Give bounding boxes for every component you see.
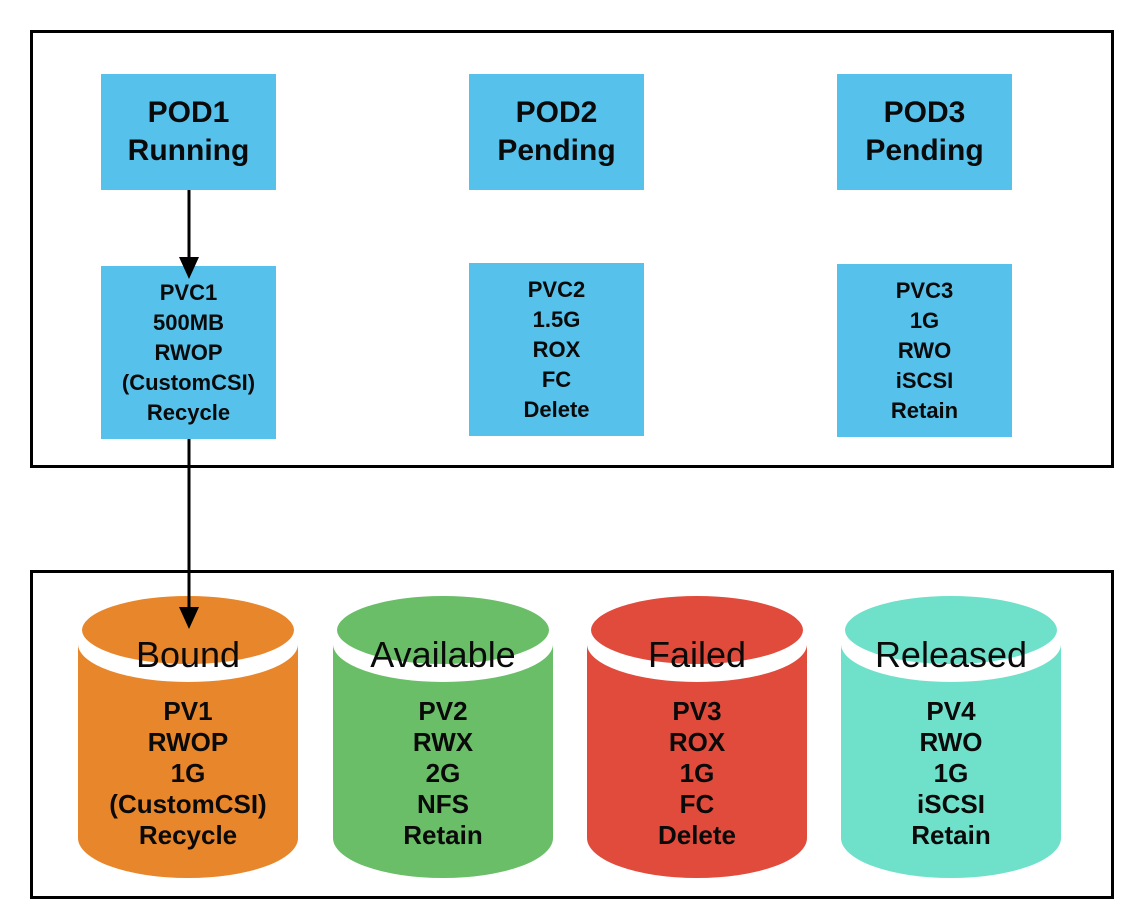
pod2-name: POD2 — [515, 96, 598, 129]
pvc1-line: (CustomCSI) — [121, 369, 256, 395]
pv2-line: 2G — [425, 758, 461, 788]
pv1-line: RWOP — [147, 727, 229, 757]
pvc1-line: Recycle — [146, 399, 231, 425]
pv3-line: PV3 — [672, 696, 722, 726]
pod1-status: Running — [127, 134, 250, 167]
pv4-line: 1G — [933, 758, 969, 788]
pvc2-line: 1.5G — [532, 306, 581, 332]
pvc2-line: Delete — [523, 396, 590, 422]
pvc1-line: 500MB — [153, 309, 224, 335]
pvc3-line: 1G — [909, 307, 940, 333]
cylinder-shape — [78, 592, 298, 878]
pvc1-line: PVC1 — [159, 279, 218, 305]
pod3-status: Pending — [865, 134, 984, 167]
pvc2-line: ROX — [532, 336, 581, 362]
pvc1-box: PVC1 500MB RWOP (CustomCSI) Recycle — [101, 266, 276, 439]
pv2-status-label: Available — [370, 634, 516, 675]
pv2-line: RWX — [412, 727, 474, 757]
pv1-details: PV1 RWOP 1G (CustomCSI) Recycle — [78, 696, 298, 851]
pod2-status: Pending — [497, 134, 616, 167]
pv3-line: FC — [679, 789, 715, 819]
pv2-details: PV2 RWX 2G NFS Retain — [333, 696, 553, 851]
pv1-line: 1G — [170, 758, 206, 788]
pv4-details: PV4 RWO 1G iSCSI Retain — [841, 696, 1061, 851]
pvc3-line: PVC3 — [895, 277, 954, 303]
pv2-cylinder: Available PV2 RWX 2G NFS Retain — [333, 592, 553, 878]
pv2-line: NFS — [417, 789, 469, 819]
pv2-line: Retain — [403, 820, 483, 850]
pv1-line: (CustomCSI) — [109, 789, 267, 819]
pvc3-box: PVC3 1G RWO iSCSI Retain — [837, 264, 1012, 437]
pvc3-line: iSCSI — [895, 367, 954, 393]
pv2-line: PV2 — [418, 696, 468, 726]
pv1-cylinder: Bound PV1 RWOP 1G (CustomCSI) Recycle — [78, 592, 298, 878]
pv3-cylinder: Failed PV3 ROX 1G FC Delete — [587, 592, 807, 878]
pv4-line: RWO — [919, 727, 983, 757]
pod1-box: POD1 Running — [101, 74, 276, 190]
pvc3-line: RWO — [897, 337, 952, 363]
pvc2-line: FC — [541, 366, 572, 392]
pv4-status-label: Released — [874, 634, 1028, 675]
pv1-line: Recycle — [138, 820, 238, 850]
pv4-line: PV4 — [926, 696, 976, 726]
pod2-box: POD2 Pending — [469, 74, 644, 190]
pv4-line: Retain — [911, 820, 991, 850]
pv3-line: 1G — [679, 758, 715, 788]
pod3-box: POD3 Pending — [837, 74, 1012, 190]
cylinder-shape — [587, 592, 807, 878]
cylinder-shape — [333, 592, 553, 878]
pv3-line: ROX — [668, 727, 726, 757]
pv3-line: Delete — [657, 820, 737, 850]
pv4-line: iSCSI — [917, 789, 985, 819]
cylinder-shape — [841, 592, 1061, 878]
pvc2-box: PVC2 1.5G ROX FC Delete — [469, 263, 644, 436]
pod1-name: POD1 — [147, 96, 230, 129]
pv3-status-label: Failed — [647, 634, 747, 675]
pv1-line: PV1 — [163, 696, 213, 726]
pv4-cylinder: Released PV4 RWO 1G iSCSI Retain — [841, 592, 1061, 878]
pv1-status-label: Bound — [135, 634, 241, 675]
pvc2-line: PVC2 — [527, 276, 586, 302]
pvc1-line: RWOP — [154, 339, 223, 365]
pv3-details: PV3 ROX 1G FC Delete — [587, 696, 807, 851]
pvc3-line: Retain — [890, 397, 959, 423]
pod3-name: POD3 — [883, 96, 966, 129]
